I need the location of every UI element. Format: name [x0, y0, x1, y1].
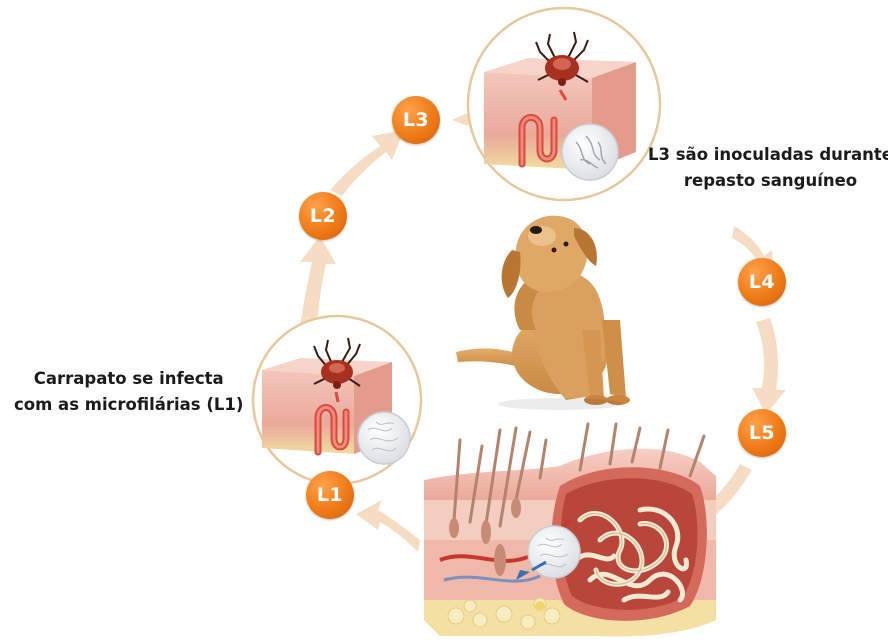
dog-illustration — [456, 216, 630, 410]
inoculation-circle — [468, 8, 660, 200]
stage-badge-l1: L1 — [306, 471, 354, 519]
caption-tick-infection-line1: Carrapato se infecta — [14, 366, 243, 392]
infection-circle — [253, 316, 421, 484]
caption-tick-infection-line2: com as microfilárias (L1) — [14, 392, 243, 418]
lens-bottom — [528, 526, 580, 578]
skin-cross-section — [424, 424, 716, 636]
arrow-l4-l5 — [752, 318, 786, 414]
caption-inoculation-line2: repasto sanguíneo — [648, 168, 888, 194]
lens-top — [562, 124, 618, 180]
stage-badge-l2: L2 — [299, 192, 347, 240]
lens-left — [358, 412, 410, 464]
caption-inoculation-line1: L3 são inoculadas durante — [648, 142, 888, 168]
stage-badge-l3: L3 — [392, 96, 440, 144]
arrow-l2-l3 — [330, 130, 404, 196]
arrow-skin-l1 — [356, 500, 420, 552]
caption-tick-infection: Carrapato se infecta com as microfilária… — [14, 366, 243, 418]
stage-badge-l5: L5 — [738, 409, 786, 457]
stage-badge-l4: L4 — [738, 258, 786, 306]
caption-inoculation: L3 são inoculadas durante repasto sanguí… — [648, 142, 888, 194]
